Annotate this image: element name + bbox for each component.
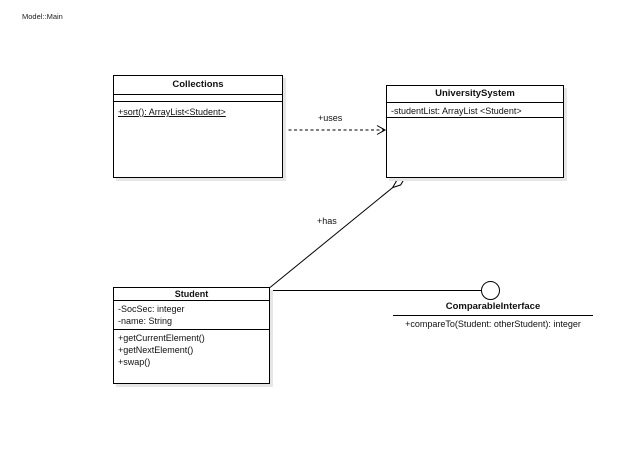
attribute-student-list: -studentList: ArrayList <Student> (391, 106, 522, 116)
has-line[interactable] (269, 187, 393, 288)
uses-edge-label: +uses (318, 113, 343, 123)
hollow-diamond-icon (391, 176, 407, 189)
class-collections-attributes (114, 95, 282, 102)
class-student-name: Student (114, 288, 269, 301)
class-university-system-name: UniversitySystem (387, 86, 563, 103)
class-university-system[interactable]: UniversitySystem -studentList: ArrayList… (386, 85, 564, 178)
interface-comparable[interactable]: ComparableInterface +compareTo(Student: … (393, 301, 593, 329)
class-collections[interactable]: Collections +sort(): ArrayList<Student> (113, 75, 283, 178)
lollipop-circle-icon (481, 281, 500, 300)
method-get-next-element: +getNextElement() (118, 345, 194, 355)
interface-method-compare-to: +compareTo(Student: otherStudent): integ… (405, 319, 581, 329)
method-get-current-element: +getCurrentElement() (118, 333, 205, 343)
model-label: Model::Main (22, 12, 63, 21)
interface-lollipop-connector[interactable] (270, 281, 500, 300)
class-university-system-attributes: -studentList: ArrayList <Student> (387, 103, 563, 118)
interface-comparable-name: ComparableInterface (393, 301, 593, 316)
uses-dependency-connector[interactable] (283, 125, 387, 135)
method-swap: +swap() (118, 357, 151, 367)
class-student[interactable]: Student -SocSec: integer -name: String +… (113, 287, 270, 384)
class-student-methods: +getCurrentElement() +getNextElement() +… (114, 330, 269, 383)
attribute-socsec: -SocSec: integer (118, 304, 185, 314)
has-edge-label: +has (317, 216, 337, 226)
class-university-system-methods (387, 118, 563, 177)
class-collections-name: Collections (114, 76, 282, 95)
has-aggregation-connector[interactable] (269, 176, 407, 288)
attribute-name: -name: String (118, 316, 173, 326)
method-sort: +sort(): ArrayList<Student> (118, 107, 226, 117)
open-arrowhead-icon (376, 125, 387, 135)
class-collections-methods: +sort(): ArrayList<Student> (114, 102, 282, 177)
class-student-attributes: -SocSec: integer -name: String (114, 301, 269, 330)
